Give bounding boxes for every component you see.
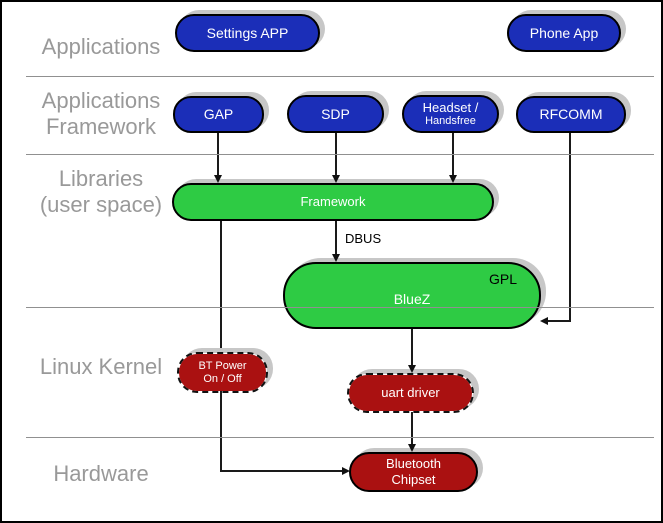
separator-framework xyxy=(26,154,654,155)
layer-label-hardware: Hardware xyxy=(10,461,192,487)
node-rfcomm: RFCOMM xyxy=(516,96,626,133)
node-framework: Framework xyxy=(172,183,494,221)
edge-uart-chipset xyxy=(411,412,413,446)
node-label: BT Power xyxy=(198,359,247,372)
arrowhead-rfcomm-bluez xyxy=(540,317,548,325)
layer-label-applications: Applications xyxy=(10,34,192,60)
node-label: Headset / xyxy=(422,99,479,115)
node-label: Settings APP xyxy=(206,24,289,41)
node-bluez: GPL BlueZ xyxy=(283,262,541,329)
arrowhead-gap-framework xyxy=(214,175,222,183)
edge-framework-chipset-horizontal xyxy=(220,470,343,472)
separator-kernel xyxy=(26,437,654,438)
node-label: BlueZ xyxy=(393,291,431,308)
edge-rfcomm-bluez-horizontal xyxy=(548,320,571,322)
arrowhead-headset-framework xyxy=(449,175,457,183)
node-label: Handsfree xyxy=(425,115,476,128)
node-label: On / Off xyxy=(203,372,242,385)
layer-label-text: Hardware xyxy=(53,461,149,486)
layer-label-text: Applications xyxy=(41,34,161,59)
node-settings-app: Settings APP xyxy=(175,14,320,52)
node-label: Chipset xyxy=(391,472,436,487)
arrowhead-framework-bluez xyxy=(332,254,340,262)
layer-label-libraries-userspace: Libraries (user space) xyxy=(10,166,192,218)
node-label: Phone App xyxy=(529,24,599,41)
edge-label-dbus: DBUS xyxy=(345,231,382,246)
separator-applications xyxy=(26,76,654,77)
edge-bluez-uart xyxy=(411,328,413,368)
node-label: Bluetooth xyxy=(386,456,441,472)
node-bluetooth-chipset: Bluetooth Chipset xyxy=(349,452,478,492)
edge-framework-bluez xyxy=(335,220,337,256)
layer-label-applications-framework: Applications Framework xyxy=(10,88,192,140)
arrowhead-bluez-uart xyxy=(408,365,416,373)
node-phone-app: Phone App xyxy=(507,14,621,52)
arrowhead-sdp-framework xyxy=(332,175,340,183)
node-headset-handsfree: Headset / Handsfree xyxy=(402,95,499,133)
edge-framework-chipset-vertical xyxy=(220,220,222,472)
layer-label-text: Linux Kernel xyxy=(39,354,163,379)
node-uart-driver: uart driver xyxy=(347,373,474,413)
node-label: GAP xyxy=(203,106,234,123)
arrowhead-uart-chipset xyxy=(408,444,416,452)
node-bt-power: BT Power On / Off xyxy=(177,352,268,393)
node-gap: GAP xyxy=(173,96,264,133)
node-label: uart driver xyxy=(381,385,440,401)
layer-label-text: (user space) xyxy=(39,191,163,217)
node-sdp: SDP xyxy=(287,95,384,133)
layer-label-linux-kernel: Linux Kernel xyxy=(10,354,192,380)
node-label: RFCOMM xyxy=(539,106,603,123)
license-tag: GPL xyxy=(488,271,517,287)
node-label: SDP xyxy=(321,105,350,122)
separator-userspace xyxy=(26,307,654,308)
layer-label-text: Libraries xyxy=(58,166,144,191)
node-label: Framework xyxy=(300,194,366,210)
layer-label-text: Applications xyxy=(41,88,161,113)
edge-rfcomm-bluez-vertical xyxy=(569,133,571,322)
layer-label-text: Framework xyxy=(45,113,156,139)
arrowhead-framework-chipset xyxy=(342,467,350,475)
